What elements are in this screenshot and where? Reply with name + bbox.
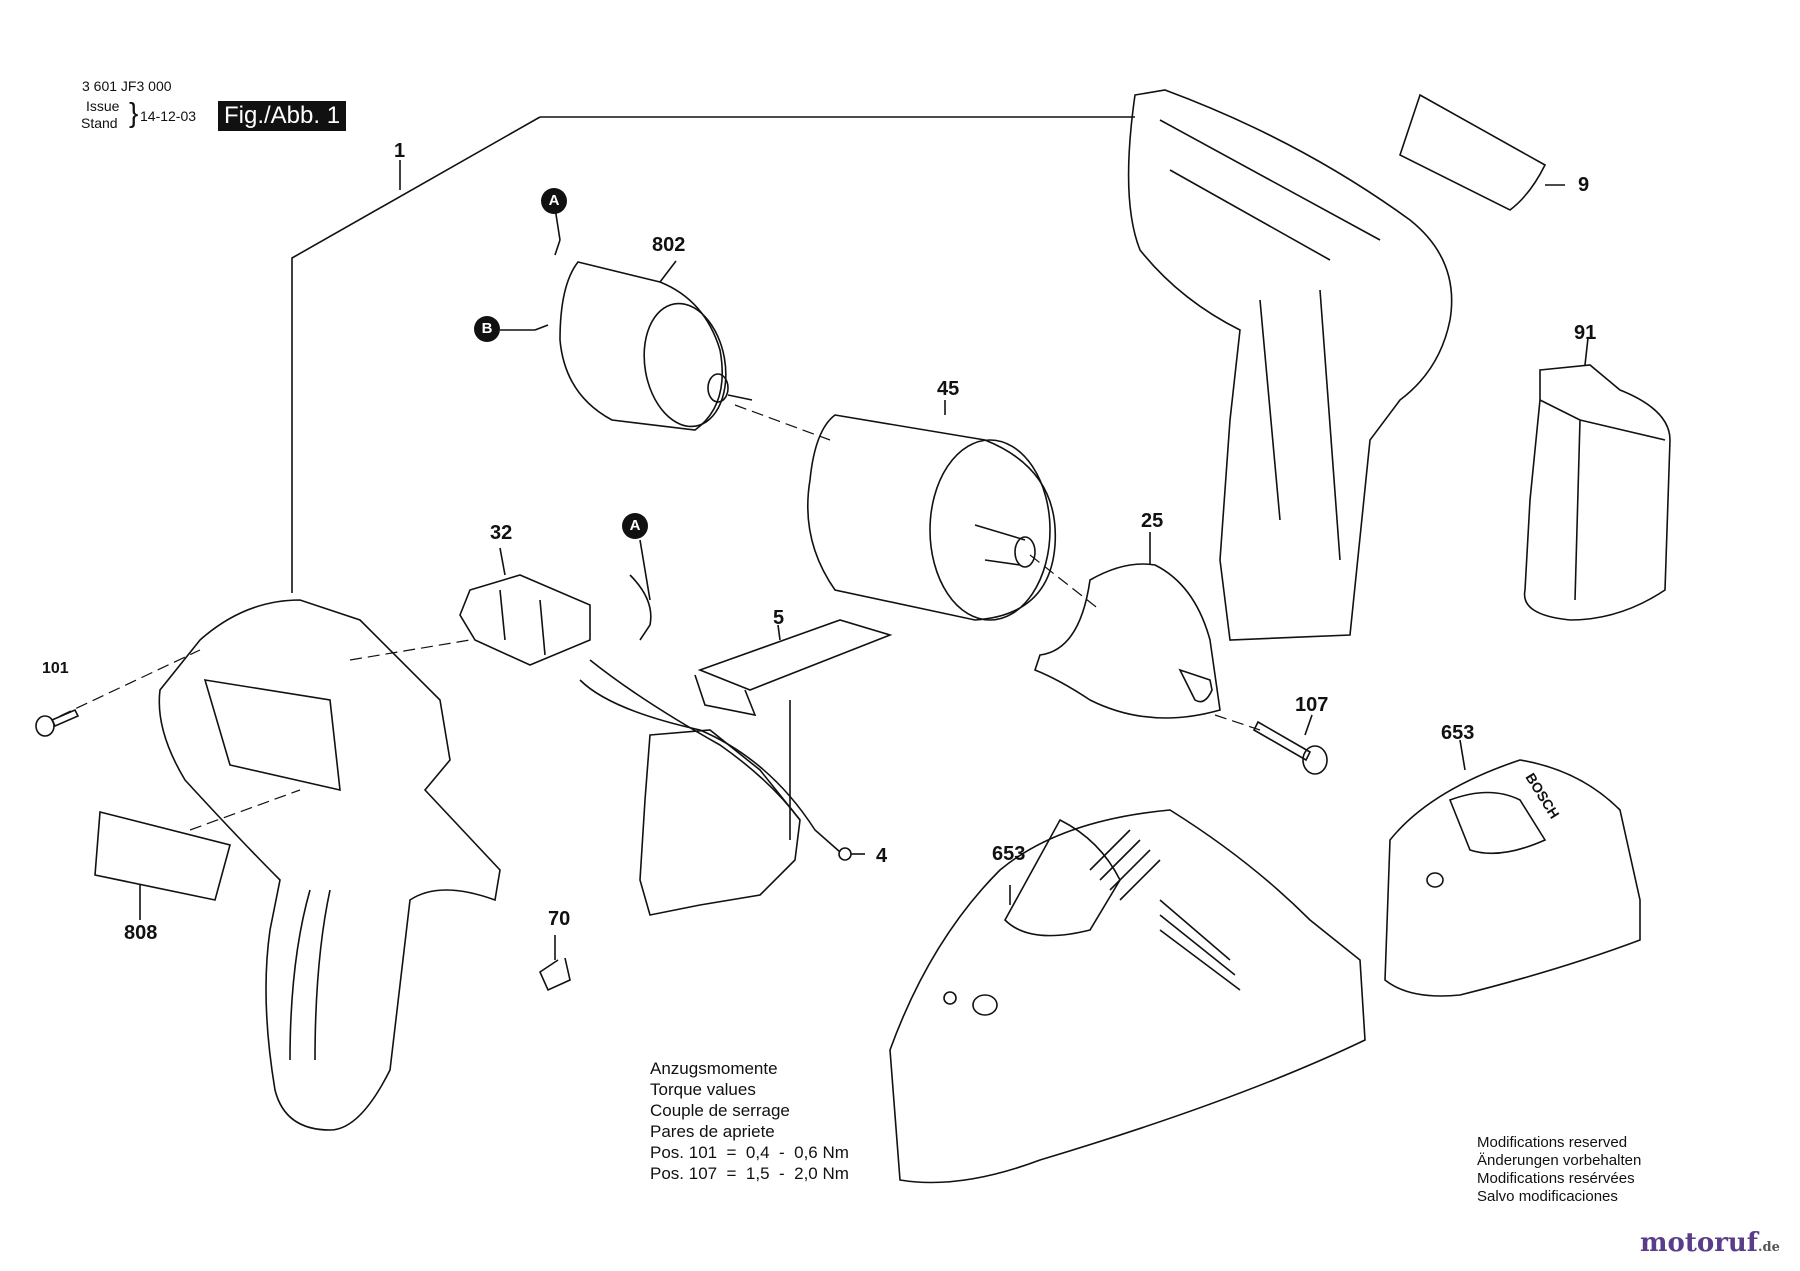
- part-label-45: 45: [937, 378, 960, 400]
- part-label-802: 802: [652, 234, 686, 256]
- part-label-5: 5: [773, 607, 785, 629]
- issue-label: Issue: [86, 98, 120, 114]
- part-label-25: 25: [1141, 510, 1164, 532]
- housing-left-half-shape: [158, 599, 501, 1131]
- stand-label: Stand: [81, 115, 118, 131]
- motor-802-shape: [534, 239, 753, 431]
- switch-4-shape: [579, 659, 865, 916]
- connector-a-callout-second: A: [622, 513, 648, 539]
- battery-91-shape: [1523, 364, 1671, 621]
- modifications-line: Modifications reserved: [1477, 1134, 1628, 1151]
- issue-date: 14-12-03: [140, 108, 197, 124]
- torque-line: Pos. 107 = 1,5 - 2,0 Nm: [650, 1164, 849, 1183]
- part-label-101: 101: [42, 660, 69, 677]
- part-5-shape: [694, 619, 893, 840]
- part-label-653-small: 653: [1441, 722, 1475, 744]
- charger-small-shape: [1384, 759, 1641, 997]
- housing-leader-line: [291, 116, 1135, 593]
- part-label-653-large: 653: [992, 843, 1026, 865]
- watermark-suffix: .de: [1758, 1240, 1780, 1255]
- brace-symbol: }: [129, 97, 139, 128]
- housing-right-half-shape: [1127, 89, 1453, 641]
- part-label-4: 4: [876, 845, 888, 867]
- part-label-91: 91: [1574, 322, 1597, 344]
- part-label-107: 107: [1295, 694, 1329, 716]
- torque-line: Pares de apriete: [650, 1122, 775, 1141]
- part-label-32: 32: [490, 522, 513, 544]
- torque-line: Couple de serrage: [650, 1101, 790, 1120]
- screw-101-shape: [35, 708, 80, 737]
- part-label-9: 9: [1578, 174, 1590, 196]
- part-label-808: 808: [124, 922, 158, 944]
- modifications-line: Modifications resérvées: [1477, 1170, 1635, 1187]
- torque-line: Pos. 101 = 0,4 - 0,6 Nm: [650, 1143, 849, 1162]
- modifications-note: Modifications reserved Änderungen vorbeh…: [1477, 1134, 1641, 1206]
- connector-b-callout: B: [474, 316, 500, 342]
- label-9-shape: [1399, 93, 1547, 211]
- modifications-line: Änderungen vorbehalten: [1477, 1152, 1642, 1169]
- figure-tag: Fig./Abb. 1: [218, 101, 347, 131]
- torque-line: Torque values: [650, 1080, 756, 1099]
- switch-32-shape: [459, 574, 652, 666]
- part-number: 3 601 JF3 000: [82, 78, 172, 94]
- chuck-25-shape: [1034, 563, 1221, 719]
- clip-70-shape: [538, 957, 571, 992]
- charger-large-shape: [889, 809, 1366, 1184]
- torque-values-note: Anzugsmomente Torque values Couple de se…: [650, 1058, 849, 1184]
- label-808-shape: [94, 810, 231, 901]
- watermark-logo: motoruf.de: [1640, 1228, 1780, 1258]
- part-label-1: 1: [394, 140, 406, 162]
- screw-107-shape: [1252, 720, 1328, 775]
- watermark-text: motoruf: [1640, 1228, 1758, 1258]
- part-label-70: 70: [548, 908, 571, 930]
- modifications-line: Salvo modificaciones: [1477, 1188, 1618, 1205]
- torque-line: Anzugsmomente: [650, 1059, 778, 1078]
- connector-a-callout: A: [541, 188, 567, 214]
- gearbox-45-shape: [807, 414, 1057, 621]
